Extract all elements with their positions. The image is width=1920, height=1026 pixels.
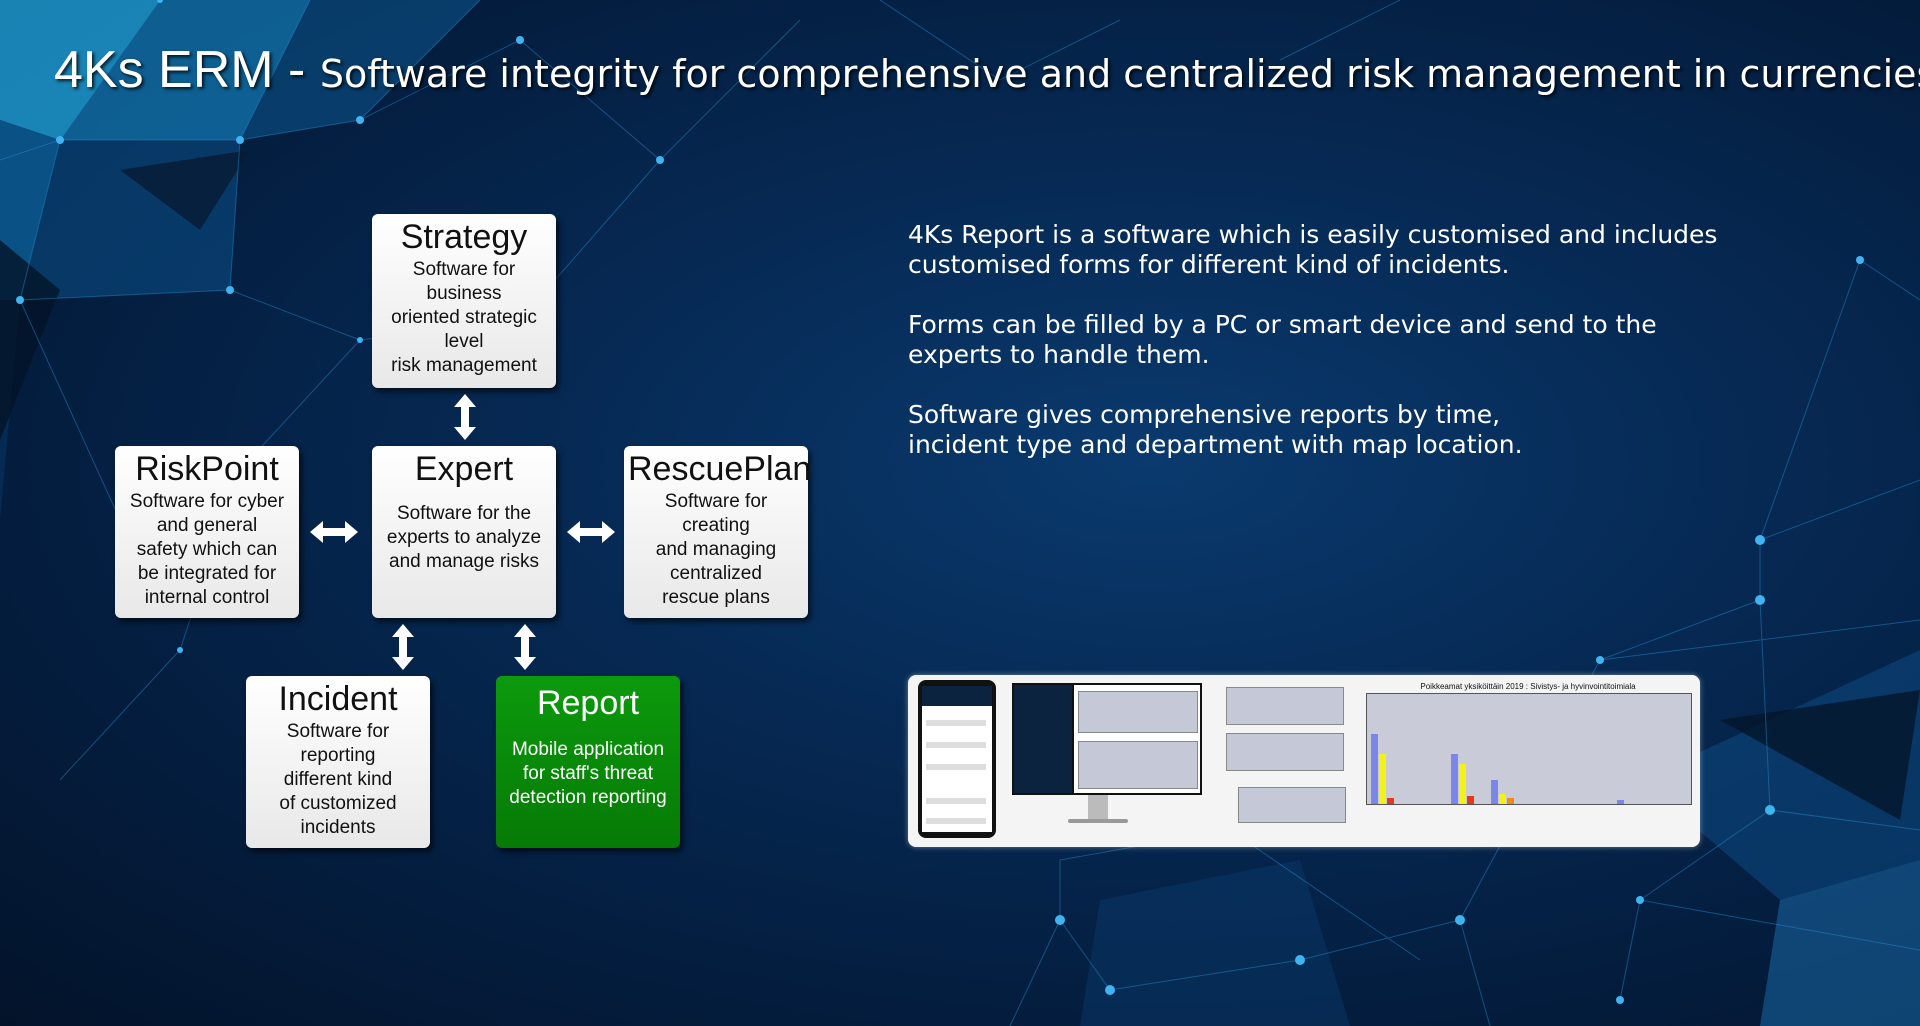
mini-chart-image xyxy=(1238,787,1346,823)
report-line: detection reporting xyxy=(500,786,676,810)
incident-line: reporting xyxy=(250,744,426,768)
riskpoint-line: internal control xyxy=(119,586,295,610)
report-line: for staff's threat xyxy=(500,762,676,786)
riskpoint-line: Software for cyber xyxy=(119,490,295,514)
incident-line: Software for xyxy=(250,720,426,744)
rescueplan-heading: RescuePlan xyxy=(628,448,804,490)
incident-line: different kind xyxy=(250,768,426,792)
incident-line: of customized xyxy=(250,792,426,816)
phone-mockup-image xyxy=(918,680,996,838)
strategy-box: Strategy Software for business oriented … xyxy=(372,214,556,388)
expert-heading: Expert xyxy=(376,448,552,490)
riskpoint-line: be integrated for xyxy=(119,562,295,586)
strategy-line: Software for xyxy=(376,258,552,282)
report-heading: Report xyxy=(500,682,676,724)
incident-line: incidents xyxy=(250,816,426,840)
report-box: Report Mobile application for staff's th… xyxy=(496,676,680,848)
strategy-line: business xyxy=(376,282,552,306)
report-line: Mobile application xyxy=(500,738,676,762)
report-screenshot-collage: Poikkeamat yksiköittäin 2019 : Sivistys-… xyxy=(908,675,1700,847)
double-arrow-vertical-icon xyxy=(512,622,538,672)
riskpoint-heading: RiskPoint xyxy=(119,448,295,490)
info-line: incident type and department with map lo… xyxy=(908,430,1523,459)
rescueplan-line: and managing xyxy=(628,538,804,562)
incident-heading: Incident xyxy=(250,678,426,720)
page-title: 4Ks ERM - Software integrity for compreh… xyxy=(54,40,1920,100)
strategy-line: level xyxy=(376,330,552,354)
strategy-line: risk management xyxy=(376,354,552,378)
info-line: experts to handle them. xyxy=(908,340,1210,369)
expert-line: and manage risks xyxy=(376,550,552,574)
mini-chart-image xyxy=(1226,733,1344,771)
riskpoint-box: RiskPoint Software for cyber and general… xyxy=(115,446,299,618)
rescueplan-line: creating xyxy=(628,514,804,538)
expert-box: Expert Software for the experts to analy… xyxy=(372,446,556,618)
info-line: 4Ks Report is a software which is easily… xyxy=(908,220,1717,249)
info-line: Software gives comprehensive reports by … xyxy=(908,400,1500,429)
incident-box: Incident Software for reporting differen… xyxy=(246,676,430,848)
rescueplan-line: Software for xyxy=(628,490,804,514)
info-line: customised forms for different kind of i… xyxy=(908,250,1509,279)
rescueplan-line: rescue plans xyxy=(628,586,804,610)
double-arrow-horizontal-icon xyxy=(565,519,617,545)
info-line: Forms can be filled by a PC or smart dev… xyxy=(908,310,1657,339)
mini-chart-image xyxy=(1226,687,1344,725)
riskpoint-line: and general xyxy=(119,514,295,538)
strategy-heading: Strategy xyxy=(376,216,552,258)
double-arrow-horizontal-icon xyxy=(308,519,360,545)
rescueplan-box: RescuePlan Software for creating and man… xyxy=(624,446,808,618)
title-subtitle: Software integrity for comprehensive and… xyxy=(320,52,1920,96)
expert-line: Software for the xyxy=(376,502,552,526)
double-arrow-vertical-icon xyxy=(390,622,416,672)
bar-chart-image xyxy=(1366,693,1692,805)
title-brand: 4Ks ERM - xyxy=(54,41,320,99)
monitor-mockup-image xyxy=(1012,683,1202,795)
report-description: 4Ks Report is a software which is easily… xyxy=(908,220,1788,490)
rescueplan-line: centralized xyxy=(628,562,804,586)
strategy-line: oriented strategic xyxy=(376,306,552,330)
riskpoint-line: safety which can xyxy=(119,538,295,562)
double-arrow-vertical-icon xyxy=(452,392,478,442)
expert-line: experts to analyze xyxy=(376,526,552,550)
chart-title: Poikkeamat yksiköittäin 2019 : Sivistys-… xyxy=(1378,682,1678,691)
